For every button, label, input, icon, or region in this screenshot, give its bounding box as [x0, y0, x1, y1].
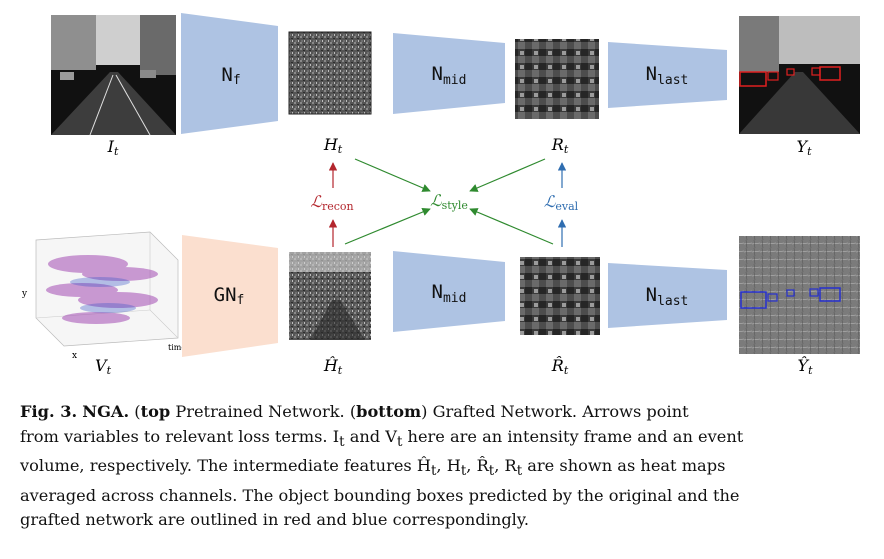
- output-detection-top: [739, 16, 860, 134]
- arrow-style-rhat: [469, 208, 554, 245]
- bbox-red-3: [786, 68, 795, 76]
- caption-line-2: from variables to relevant loss terms. I…: [20, 426, 744, 450]
- caption-line-5: grafted network are outlined in red and …: [20, 510, 529, 530]
- bbox-blue-3: [786, 289, 795, 297]
- label-input-bottom: Vt: [95, 356, 112, 377]
- caption-title: NGA.: [82, 402, 130, 421]
- label-nmid-top: Nmid: [432, 63, 467, 88]
- caption-bottom-word: bottom: [356, 402, 422, 421]
- arrow-style-r: [469, 158, 546, 192]
- trapezoid-nmid-top: [393, 33, 505, 114]
- trapezoid-nmid-bottom: [393, 251, 505, 332]
- label-output-bottom: Ŷt: [798, 355, 814, 377]
- bbox-blue-2: [767, 293, 778, 302]
- label-gnf: GNf: [214, 284, 245, 308]
- caption-top-word: top: [140, 402, 171, 421]
- heatmap-r: [515, 39, 599, 119]
- axis-x-label: x: [72, 351, 77, 361]
- nga-figure: It Nf Ht Nmid Rt Nlast Yt ℒrecon ℒstyle …: [21, 13, 860, 377]
- loss-style: ℒstyle: [430, 191, 468, 212]
- bbox-red-2: [767, 71, 779, 81]
- label-nf: Nf: [221, 64, 240, 88]
- trapezoid-nlast-bottom: [608, 263, 727, 328]
- bbox-blue-1: [740, 291, 767, 309]
- label-input-top: It: [107, 137, 119, 158]
- label-nlast-top: Nlast: [646, 63, 689, 88]
- bbox-blue-5: [819, 287, 841, 302]
- label-response-bottom: R̂t: [551, 356, 569, 377]
- figure-caption: Fig. 3. NGA. (top Pretrained Network. (b…: [20, 400, 866, 533]
- heatmap-h: [288, 31, 372, 115]
- arrow-style-hhat: [344, 207, 431, 245]
- trapezoid-nf: [181, 13, 278, 134]
- event-volume-plot: y x time: [21, 231, 186, 361]
- label-feature-top: Ht: [323, 135, 343, 156]
- axis-time-label: time: [168, 343, 186, 352]
- loss-eval: ℒeval: [544, 192, 579, 213]
- trapezoid-gnf: [182, 235, 278, 357]
- intensity-frame-image: [51, 15, 176, 136]
- label-feature-bottom: Ĥt: [323, 355, 343, 377]
- heatmap-rhat: [520, 257, 600, 335]
- output-detection-bottom: [739, 236, 860, 354]
- bbox-red-5: [819, 66, 841, 81]
- label-response-top: Rt: [551, 135, 569, 156]
- trapezoid-nlast-top: [608, 42, 727, 108]
- caption-line-1: Fig. 3. NGA. (top Pretrained Network. (b…: [20, 402, 689, 421]
- caption-fig-label: Fig. 3.: [20, 402, 78, 421]
- heatmap-hhat: [289, 252, 371, 340]
- arrow-style-h: [354, 158, 431, 192]
- label-nmid-bottom: Nmid: [432, 281, 467, 306]
- caption-line-3: volume, respectively. The intermediate f…: [20, 456, 726, 480]
- label-output-top: Yt: [797, 137, 813, 158]
- bbox-blue-4: [809, 288, 819, 297]
- bbox-red-1: [739, 71, 767, 87]
- axis-y-label: y: [21, 289, 28, 299]
- caption-line-4: averaged across channels. The object bou…: [20, 485, 740, 505]
- loss-recon: ℒrecon: [310, 192, 353, 213]
- label-nlast-bottom: Nlast: [646, 284, 689, 309]
